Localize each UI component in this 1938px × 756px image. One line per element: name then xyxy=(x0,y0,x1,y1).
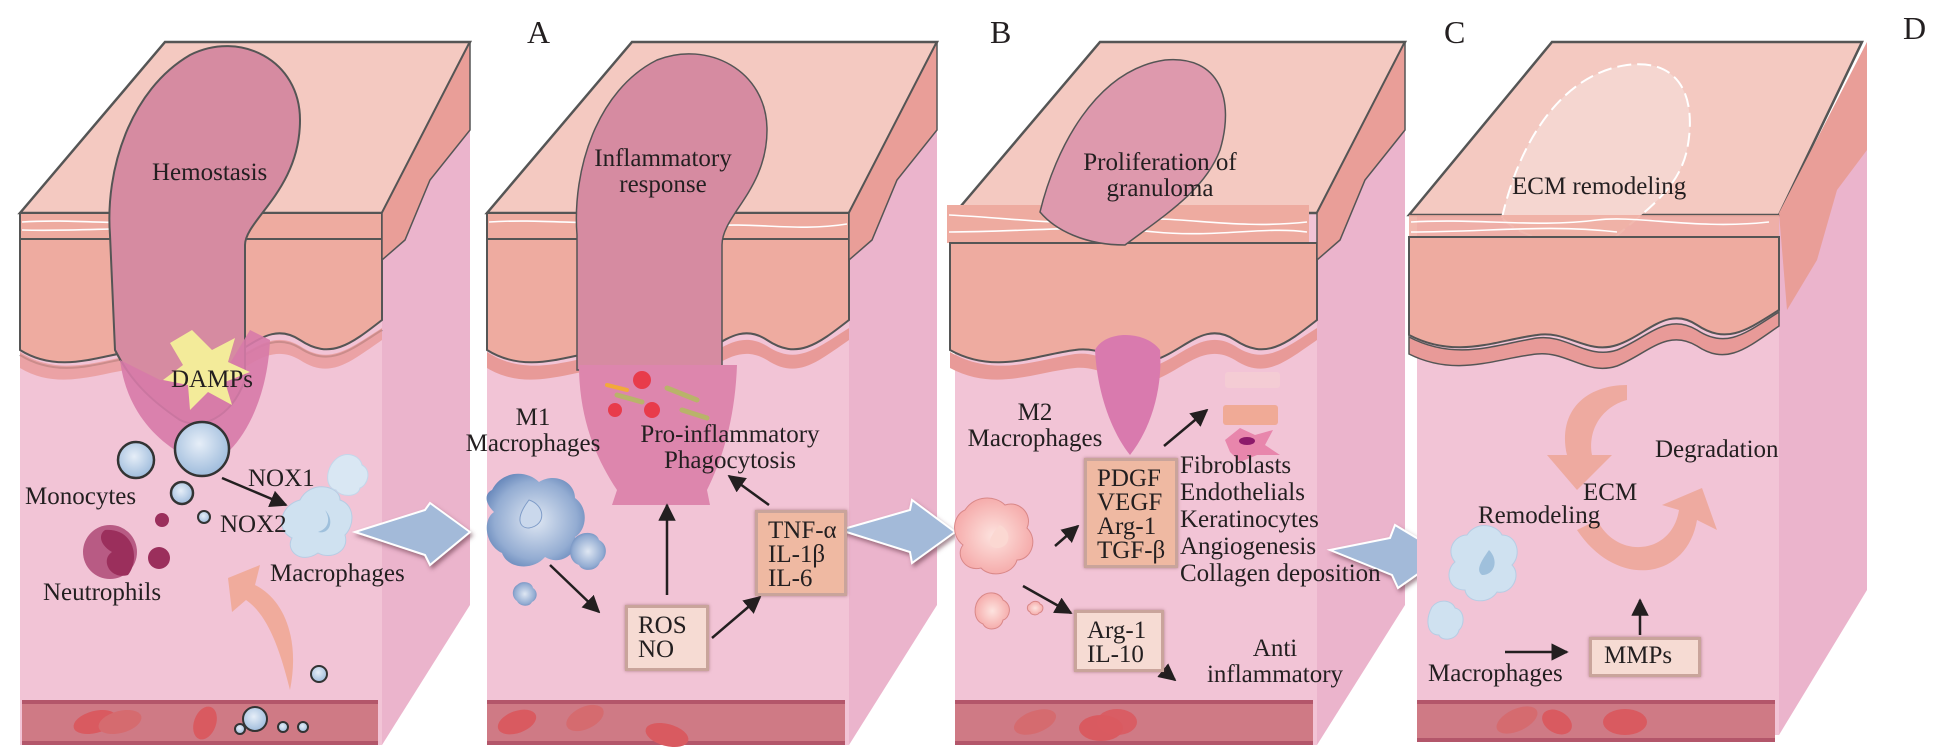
label-line: Macrophages xyxy=(465,430,601,457)
cycle-arrow-icon xyxy=(1577,488,1717,571)
label-line: Pro-inflammatory xyxy=(640,421,820,448)
label-pro-inflammatory-phagocytosis: Pro-inflammatory Phagocytosis xyxy=(620,422,840,474)
label-macrophages: Macrophages xyxy=(1428,660,1563,687)
stage-label-line: Proliferation of xyxy=(1083,149,1237,176)
m1-macrophage-icon xyxy=(570,532,606,570)
wound-clot xyxy=(575,53,768,371)
cytokines-box: TNF-α IL-1β IL-6 xyxy=(755,510,847,596)
box-line: TNF-α xyxy=(768,517,837,544)
box-line: IL-10 xyxy=(1087,641,1144,668)
label-neutrophils: Neutrophils xyxy=(43,579,162,606)
red-blood-cell-icon xyxy=(193,706,217,740)
target-item: Endothelials xyxy=(1180,479,1305,506)
label-line: M1 xyxy=(515,404,551,431)
macrophage-icon xyxy=(281,486,353,558)
target-item: Angiogenesis xyxy=(1180,533,1317,560)
fibroblast-icon xyxy=(1225,372,1280,388)
label-line: Anti xyxy=(1252,635,1298,662)
panel-letter-a: A xyxy=(527,14,551,50)
label-macrophages: Macrophages xyxy=(270,560,405,587)
label-anti-inflammatory: Anti inflammatory xyxy=(1185,636,1365,688)
stage-label-line: granuloma xyxy=(1106,175,1214,202)
mmps-box: MMPs xyxy=(1589,637,1701,677)
granuloma-scab xyxy=(1039,58,1227,246)
box-line: VEGF xyxy=(1097,489,1163,516)
label-monocytes: Monocytes xyxy=(25,483,137,510)
label-line: Macrophages xyxy=(967,425,1103,452)
stage-label-hemostasis: Hemostasis xyxy=(152,159,268,186)
red-blood-cell-icon xyxy=(98,709,142,735)
endothelial-icon xyxy=(1223,405,1278,425)
m2-macrophage-icon xyxy=(974,592,1010,630)
granulation-tissue xyxy=(1095,335,1161,455)
monocyte-icon xyxy=(173,420,231,478)
box-line: Arg-1 xyxy=(1087,617,1147,644)
label-line: inflammatory xyxy=(1206,661,1344,688)
box-line: IL-1β xyxy=(768,541,826,568)
panel-letter-b: B xyxy=(990,14,1012,50)
anti-factors-box: Arg-1 IL-10 xyxy=(1074,610,1164,672)
target-item: Collagen deposition xyxy=(1180,560,1381,587)
cycle-arrow-icon xyxy=(1547,385,1627,490)
macrophage-icon xyxy=(1427,600,1464,640)
neutrophil-icon xyxy=(148,547,170,569)
monocyte-icon xyxy=(169,480,195,506)
damps-star-icon xyxy=(163,330,250,410)
label-line: Phagocytosis xyxy=(664,447,796,474)
target-item: Keratinocytes xyxy=(1180,506,1319,533)
target-cells-list: Fibroblasts Endothelials Keratinocytes A… xyxy=(1180,452,1381,587)
stage-label-line: response xyxy=(619,171,707,198)
keratinocyte-icon xyxy=(1225,428,1280,462)
label-ecm: ECM xyxy=(1583,479,1638,506)
box-line: IL-6 xyxy=(768,565,813,592)
stage-label-line: Inflammatory xyxy=(594,145,732,172)
monocyte-icon xyxy=(197,510,211,524)
box-line: ROS xyxy=(638,612,687,639)
stage-label-proliferation: Proliferation of granuloma xyxy=(1060,150,1260,202)
blood-vessel xyxy=(1417,700,1775,742)
box-line: Arg-1 xyxy=(1097,513,1157,540)
box-line: NO xyxy=(638,636,675,663)
panel-letter-d: D xyxy=(1903,10,1927,46)
monocyte-icon xyxy=(116,440,156,480)
stage-label-ecm-remodeling: ECM remodeling xyxy=(1512,173,1687,200)
migration-arrow-icon xyxy=(228,565,294,690)
stage-label-inflammatory-response: Inflammatory response xyxy=(583,146,743,198)
label-m2-macrophages: M2 Macrophages xyxy=(950,400,1120,452)
label-damps: DAMPs xyxy=(171,366,253,393)
label-line: M2 xyxy=(1017,399,1053,426)
label-nox1: NOX1 xyxy=(248,465,315,492)
growth-factors-box: PDGF VEGF Arg-1 TGF-β xyxy=(1084,458,1178,568)
panel-letter-c: C xyxy=(1444,14,1466,50)
target-item: Fibroblasts xyxy=(1180,452,1292,479)
box-line: TGF-β xyxy=(1097,537,1166,564)
label-remodeling: Remodeling xyxy=(1478,502,1601,529)
macrophage-icon xyxy=(327,454,369,496)
ros-no-box: ROS NO xyxy=(625,605,709,671)
panel-hemostasis xyxy=(17,40,473,745)
box-line: PDGF xyxy=(1097,465,1161,492)
neutrophil-icon xyxy=(155,513,169,527)
m2-macrophage-icon xyxy=(1026,600,1044,616)
m1-macrophage-icon xyxy=(512,582,537,606)
label-degradation: Degradation xyxy=(1655,436,1779,463)
stage-transition-arrow-icon xyxy=(351,501,472,567)
label-m1-macrophages: M1 Macrophages xyxy=(448,405,618,457)
label-nox2: NOX2 xyxy=(220,511,287,538)
